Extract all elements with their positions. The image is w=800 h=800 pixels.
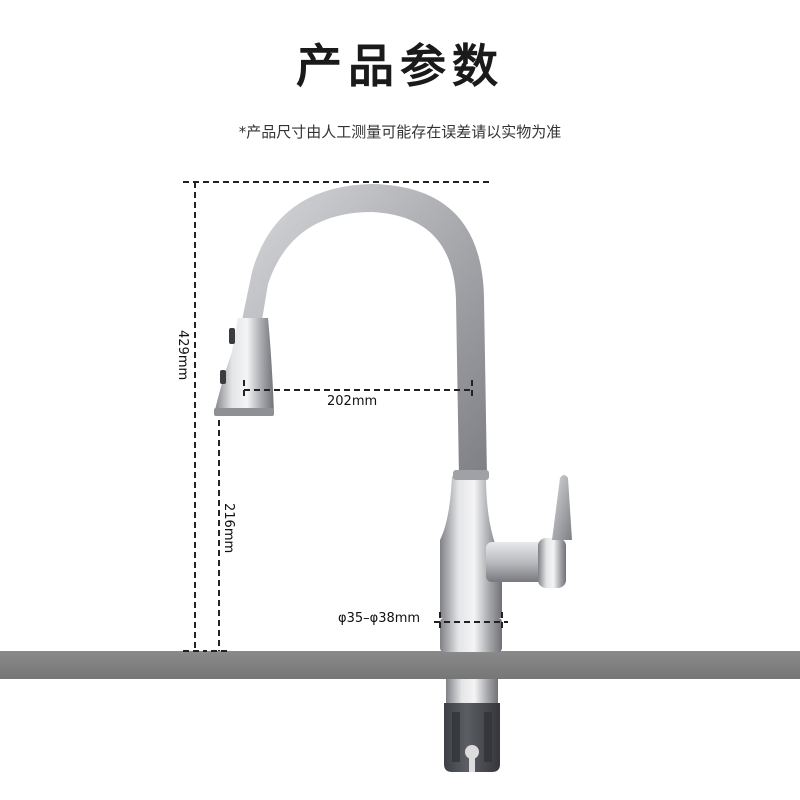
mounting-shank: [444, 679, 500, 772]
spout-reach-label: 202mm: [327, 394, 378, 409]
spout-height-label: 216mm: [221, 503, 236, 554]
total-height-label: 429mm: [175, 330, 190, 381]
page-title: 产品参数: [296, 39, 504, 93]
faucet-body: [214, 184, 572, 652]
mount-hole-label: φ35–φ38mm: [338, 611, 421, 626]
dimension-lines: [183, 181, 508, 652]
countertop: [0, 651, 800, 679]
measurement-disclaimer: *产品尺寸由人工测量可能存在误差请以实物为准: [238, 123, 562, 141]
